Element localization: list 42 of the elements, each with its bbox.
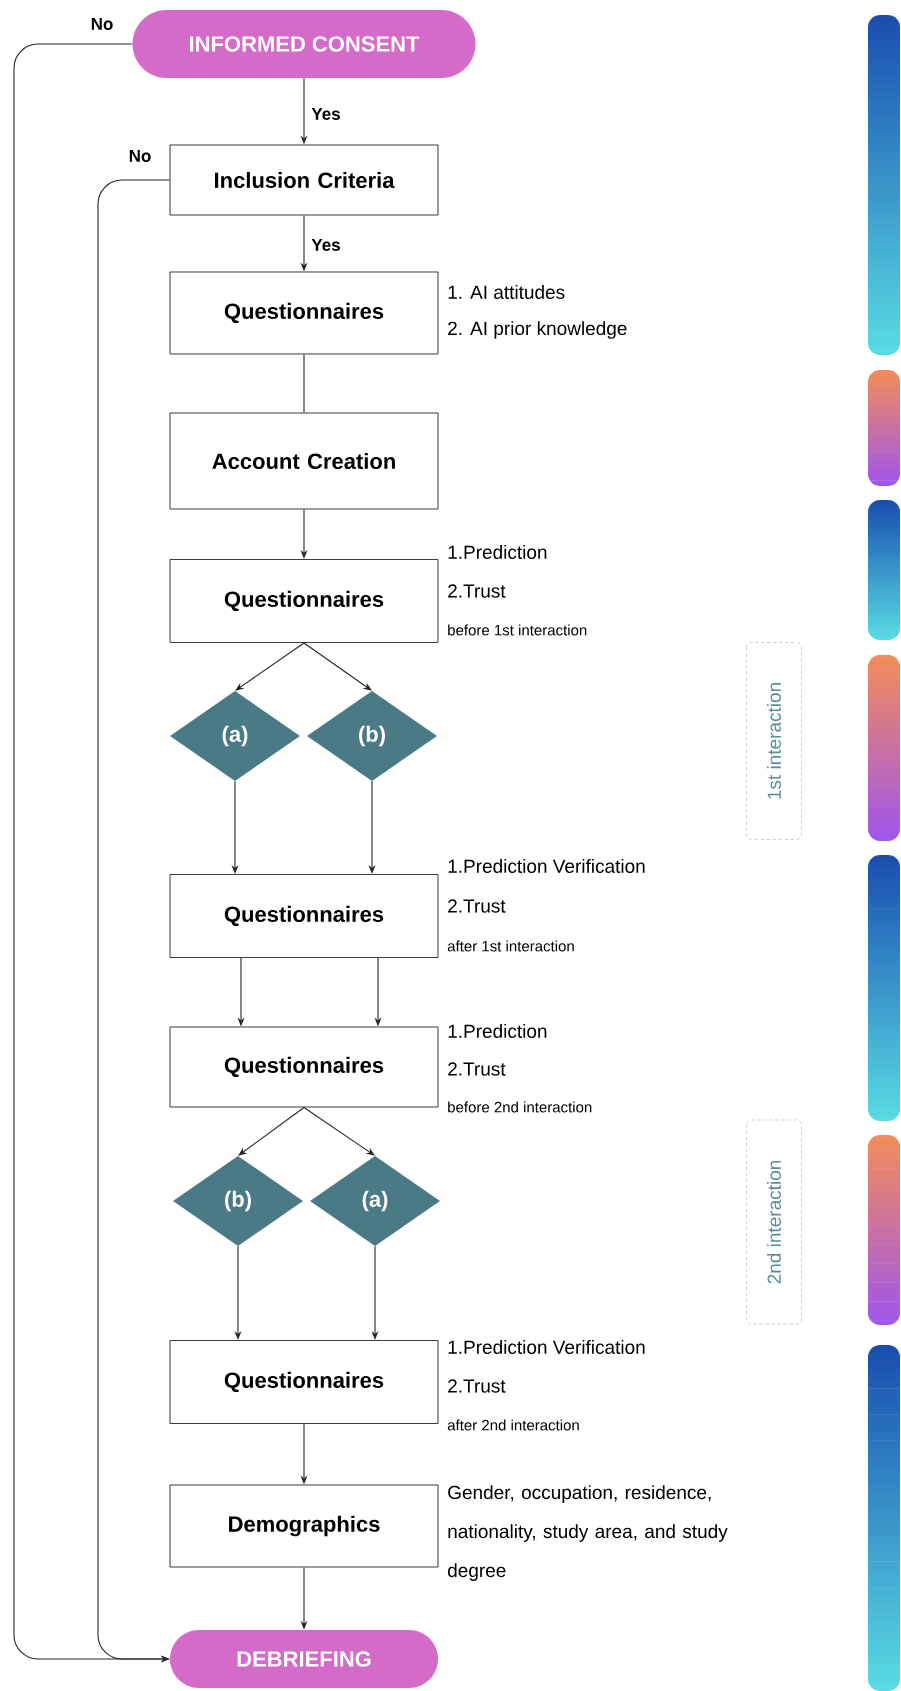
edge-label: No xyxy=(127,149,153,163)
side-bar xyxy=(868,655,900,841)
process-box: Questionnaires xyxy=(169,271,439,355)
side-bar xyxy=(868,500,900,640)
process-box: Account Creation xyxy=(169,412,439,510)
annotation-text: 1.Prediction xyxy=(448,1024,547,1038)
process-box: Questionnaires xyxy=(169,1026,439,1108)
annotation-text: after 1st interaction xyxy=(447,940,574,952)
side-bar xyxy=(868,370,900,486)
phase-box: 1st interaction xyxy=(746,642,802,840)
arrow xyxy=(303,1106,375,1156)
annotation-text: 2.Trust xyxy=(448,899,506,913)
side-bar xyxy=(868,15,900,355)
terminal-pill: DEBRIEFING xyxy=(170,1630,438,1688)
annotation-text: after 2nd interaction xyxy=(447,1419,579,1431)
side-bar xyxy=(868,1345,900,1691)
annotation-text: 2. AI prior knowledge xyxy=(448,321,627,339)
side-bar xyxy=(868,1135,900,1325)
annotation-text: Gender, occupation, residence, nationality, study area, and study degree xyxy=(448,1485,728,1581)
annotation-text: 1.Prediction xyxy=(448,545,547,559)
edge-label: Yes xyxy=(310,107,342,121)
terminal-pill: INFORMED CONSENT xyxy=(132,10,476,78)
annotation-text: 2.Trust xyxy=(448,1062,506,1076)
arrow xyxy=(303,642,372,691)
phase-box: 2nd interaction xyxy=(746,1119,802,1325)
annotation-text: before 2nd interaction xyxy=(448,1101,592,1113)
arrow xyxy=(235,642,305,691)
process-box: Demographics xyxy=(169,1484,439,1568)
annotation-text: 2.Trust xyxy=(448,584,506,598)
side-bar xyxy=(868,855,900,1121)
arrow xyxy=(238,1106,305,1156)
process-box: Inclusion Criteria xyxy=(169,144,439,216)
edge-label: Yes xyxy=(310,238,342,252)
process-box: Questionnaires xyxy=(169,1340,439,1424)
process-box: Questionnaires xyxy=(169,559,439,643)
annotation-text: 1.Prediction Verification xyxy=(448,1340,645,1354)
process-box: Questionnaires xyxy=(169,874,439,958)
annotation-text: before 1st interaction xyxy=(448,624,587,636)
annotation-text: 1.Prediction Verification xyxy=(448,859,645,873)
annotation-text: 2.Trust xyxy=(448,1379,506,1393)
edge-label: No xyxy=(89,17,115,31)
annotation-text: 1. AI attitudes xyxy=(448,285,565,299)
